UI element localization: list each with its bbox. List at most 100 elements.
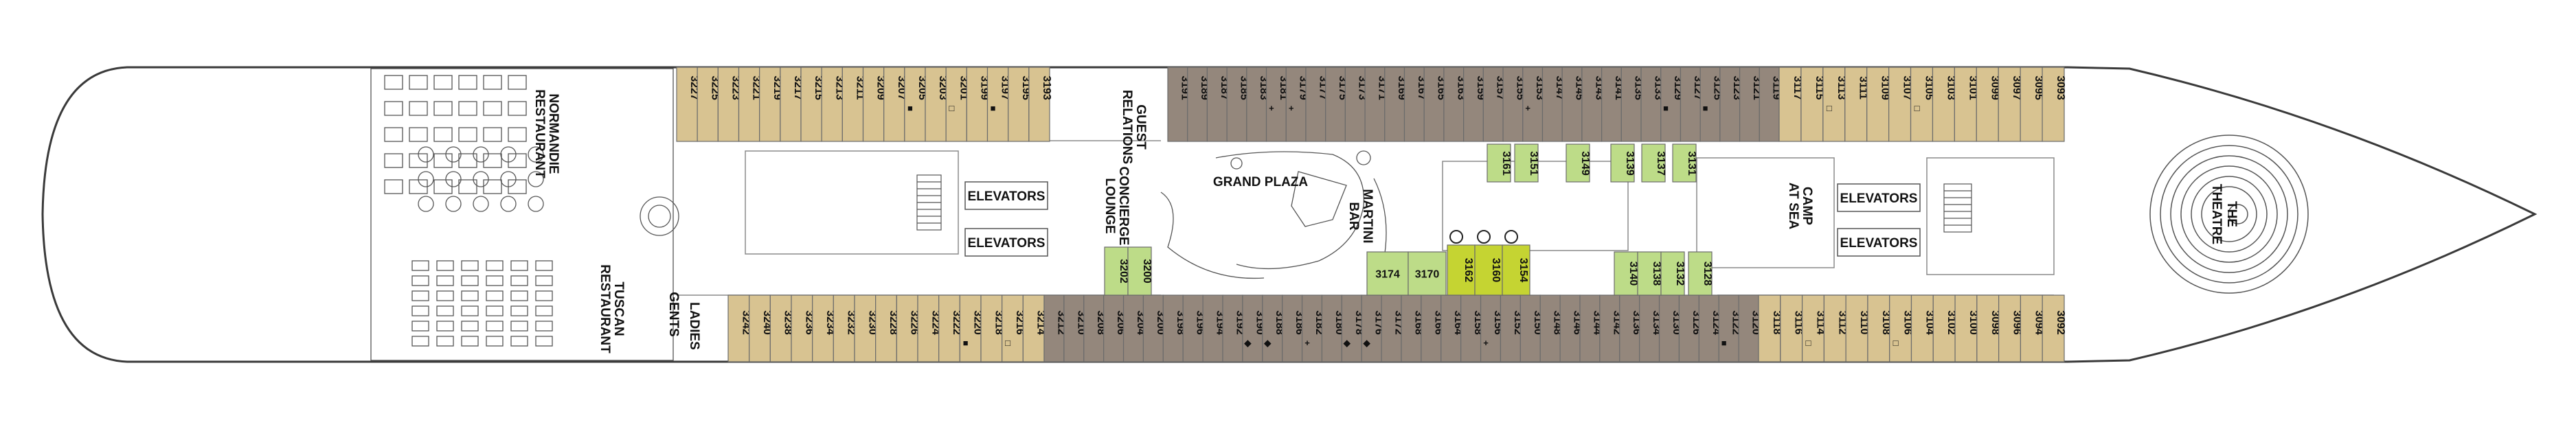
cabin-3096[interactable]	[1998, 294, 2022, 362]
cabin-3094[interactable]	[2020, 294, 2043, 362]
cabin-3238[interactable]	[769, 294, 792, 362]
cabin-3119[interactable]	[1759, 67, 1780, 142]
cabin-3176[interactable]	[1361, 294, 1382, 362]
cabin-3177[interactable]	[1305, 67, 1326, 142]
cabin-3155[interactable]	[1502, 67, 1524, 142]
cabin-3125[interactable]	[1699, 67, 1721, 142]
cabin-3139[interactable]	[1610, 143, 1635, 183]
cabin-3115[interactable]	[1800, 67, 1824, 142]
cabin-3093[interactable]	[2042, 67, 2065, 142]
cabin-3180[interactable]	[1321, 294, 1342, 362]
cabin-3169[interactable]	[1384, 67, 1405, 142]
cabin-3152[interactable]	[1500, 294, 1521, 362]
cabin-3202[interactable]	[1104, 246, 1129, 296]
cabin-3161[interactable]	[1487, 143, 1511, 183]
cabin-3205[interactable]	[904, 67, 926, 142]
cabin-3140[interactable]	[1614, 251, 1638, 296]
cabin-3148[interactable]	[1539, 294, 1561, 362]
cabin-3179[interactable]	[1285, 67, 1307, 142]
cabin-3137[interactable]	[1641, 143, 1666, 183]
cabin-3145[interactable]	[1561, 67, 1583, 142]
cabin-3132[interactable]	[1660, 251, 1685, 296]
cabin-3212[interactable]	[1043, 294, 1065, 362]
cabin-3223[interactable]	[717, 67, 740, 142]
cabin-3092[interactable]	[2042, 294, 2065, 362]
cabin-3153[interactable]	[1522, 67, 1544, 142]
cabin-3151[interactable]	[1514, 143, 1539, 183]
cabin-3100[interactable]	[1954, 294, 1978, 362]
cabin-3200[interactable]	[1127, 246, 1152, 296]
cabin-3192[interactable]	[1222, 294, 1243, 362]
cabin-3133[interactable]	[1640, 67, 1662, 142]
cabin-3189[interactable]	[1187, 67, 1208, 142]
cabin-3117[interactable]	[1778, 67, 1802, 142]
cabin-3095[interactable]	[2020, 67, 2043, 142]
cabin-3175[interactable]	[1325, 67, 1346, 142]
cabin-3193[interactable]	[1028, 67, 1050, 142]
cabin-3188[interactable]	[1262, 294, 1283, 362]
cabin-3102[interactable]	[1932, 294, 1956, 362]
cabin-3183[interactable]	[1246, 67, 1267, 142]
cabin-3128[interactable]	[1688, 251, 1713, 296]
cabin-3144[interactable]	[1579, 294, 1601, 362]
cabin-3214[interactable]	[1022, 294, 1045, 362]
cabin-3209[interactable]	[862, 67, 885, 142]
cabin-3210[interactable]	[1063, 294, 1085, 362]
cabin-3196[interactable]	[1182, 294, 1204, 362]
cabin-3215[interactable]	[800, 67, 822, 142]
cabin-3178[interactable]	[1341, 294, 1362, 362]
cabin-3182[interactable]	[1301, 294, 1323, 362]
cabin-3219[interactable]	[759, 67, 781, 142]
cabin-3162[interactable]	[1447, 244, 1476, 296]
cabin-3211[interactable]	[841, 67, 864, 142]
cabin-3174[interactable]	[1366, 251, 1409, 296]
cabin-3147[interactable]	[1541, 67, 1563, 142]
cabin-3112[interactable]	[1823, 294, 1846, 362]
cabin-3224[interactable]	[917, 294, 940, 362]
cabin-3146[interactable]	[1559, 294, 1581, 362]
cabin-3168[interactable]	[1401, 294, 1422, 362]
cabin-3138[interactable]	[1637, 251, 1662, 296]
cabin-3227[interactable]	[676, 67, 698, 142]
cabin-3240[interactable]	[749, 294, 771, 362]
cabin-3228[interactable]	[875, 294, 897, 362]
cabin-3123[interactable]	[1719, 67, 1741, 142]
cabin-3154[interactable]	[1502, 244, 1530, 296]
cabin-3116[interactable]	[1780, 294, 1803, 362]
cabin-3236[interactable]	[791, 294, 813, 362]
cabin-3111[interactable]	[1844, 67, 1868, 142]
cabin-3106[interactable]	[1889, 294, 1912, 362]
cabin-3114[interactable]	[1801, 294, 1824, 362]
cabin-3149[interactable]	[1566, 143, 1590, 183]
cabin-3127[interactable]	[1680, 67, 1701, 142]
cabin-3101[interactable]	[1954, 67, 1977, 142]
cabin-3103[interactable]	[1932, 67, 1955, 142]
cabin-3203[interactable]	[925, 67, 947, 142]
cabin-3204[interactable]	[1122, 294, 1144, 362]
cabin-3170[interactable]	[1408, 251, 1447, 296]
cabin-3217[interactable]	[780, 67, 802, 142]
cabin-3110[interactable]	[1845, 294, 1868, 362]
cabin-3099[interactable]	[1976, 67, 1999, 142]
cabin-3163[interactable]	[1443, 67, 1465, 142]
cabin-3194[interactable]	[1202, 294, 1223, 362]
cabin-3186[interactable]	[1282, 294, 1303, 362]
cabin-3185[interactable]	[1226, 67, 1247, 142]
cabin-3143[interactable]	[1581, 67, 1603, 142]
cabin-3199[interactable]	[966, 67, 988, 142]
cabin-3191[interactable]	[1167, 67, 1188, 142]
cabin-3120[interactable]	[1738, 294, 1759, 362]
cabin-3131[interactable]	[1672, 143, 1697, 183]
cabin-3157[interactable]	[1482, 67, 1504, 142]
cabin-3118[interactable]	[1758, 294, 1781, 362]
cabin-3165[interactable]	[1423, 67, 1445, 142]
cabin-3230[interactable]	[854, 294, 877, 362]
cabin-3121[interactable]	[1739, 67, 1760, 142]
cabin-3201[interactable]	[945, 67, 967, 142]
cabin-3190[interactable]	[1242, 294, 1263, 362]
cabin-3105[interactable]	[1910, 67, 1934, 142]
cabin-3226[interactable]	[896, 294, 918, 362]
cabin-3150[interactable]	[1519, 294, 1541, 362]
cabin-3160[interactable]	[1474, 244, 1503, 296]
cabin-3221[interactable]	[738, 67, 760, 142]
